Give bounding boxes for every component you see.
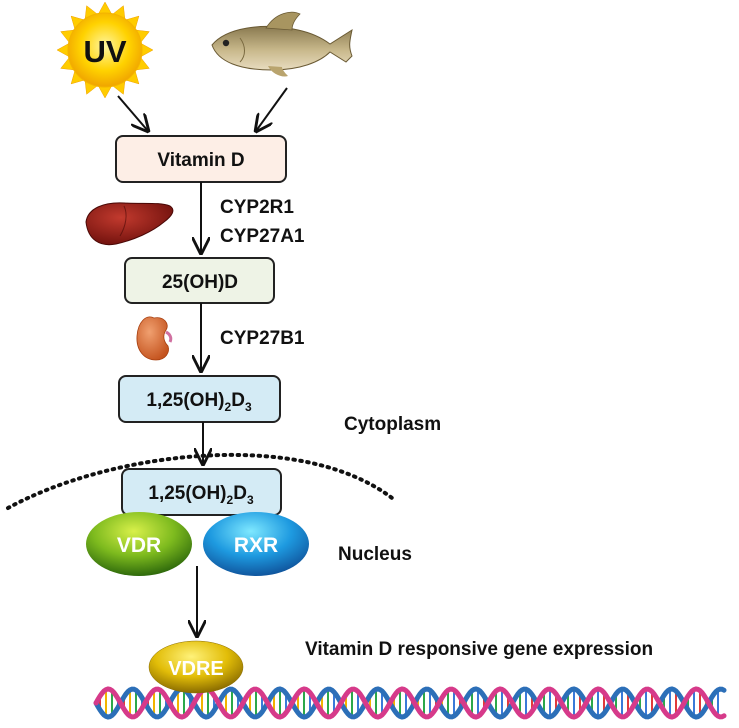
gene-expression-label: Vitamin D responsive gene expression bbox=[305, 639, 653, 660]
vdre-element: VDRE bbox=[148, 640, 244, 694]
nucleus-label: Nucleus bbox=[338, 544, 412, 565]
dna-helix-icon bbox=[93, 686, 727, 720]
calcitriol-nucleus-box: 1,25(OH)2D3 bbox=[121, 468, 282, 516]
vitamin-d-label: Vitamin D bbox=[157, 150, 244, 171]
25ohd-label: 25(OH)D bbox=[162, 272, 238, 293]
calcitriol-cytoplasm-box: 1,25(OH)2D3 bbox=[118, 375, 281, 423]
enzyme-cyp27b1: CYP27B1 bbox=[220, 328, 305, 349]
rxr-label: RXR bbox=[234, 534, 278, 557]
kidney-icon bbox=[136, 316, 173, 361]
calcitriol-cytoplasm-label: 1,25(OH)2D3 bbox=[146, 390, 252, 414]
sun-icon: UV bbox=[56, 1, 154, 99]
calcitriol-nucleus-label: 1,25(OH)2D3 bbox=[148, 483, 254, 507]
cytoplasm-label: Cytoplasm bbox=[344, 414, 441, 435]
25ohd-box: 25(OH)D bbox=[124, 257, 275, 304]
vdre-label: VDRE bbox=[168, 658, 224, 680]
uv-label: UV bbox=[83, 34, 126, 69]
vitamin-d-box: Vitamin D bbox=[115, 135, 287, 183]
enzyme-cyp27a1: CYP27A1 bbox=[220, 226, 305, 247]
fish-to-vitamin-d-arrow bbox=[256, 87, 288, 131]
fish-icon bbox=[211, 11, 353, 77]
liver-icon bbox=[85, 202, 174, 246]
vdr-receptor: VDR bbox=[86, 512, 192, 576]
rxr-receptor: RXR bbox=[203, 512, 309, 576]
vdr-label: VDR bbox=[117, 534, 161, 557]
enzyme-cyp2r1: CYP2R1 bbox=[220, 197, 294, 218]
uv-to-vitamin-d-arrow bbox=[117, 95, 148, 131]
